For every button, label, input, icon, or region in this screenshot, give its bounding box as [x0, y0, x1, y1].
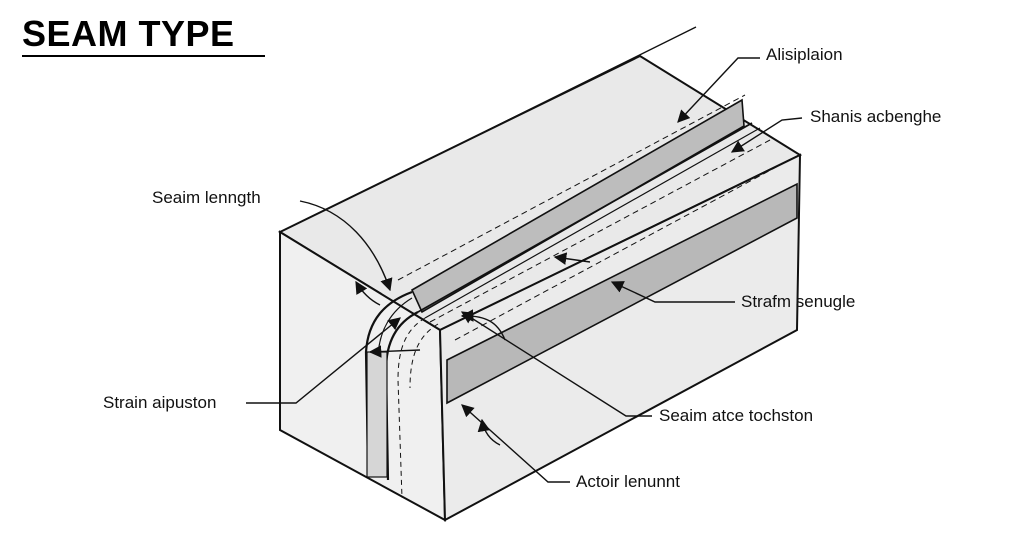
- leader-strain-aipuston: [246, 317, 401, 404]
- leader-seaim-lenngth: [299, 200, 393, 292]
- leader-shanis-acbenghe: [730, 117, 803, 153]
- label-seaim-lenngth: Seaim lenngth: [152, 188, 261, 207]
- arrow-top-mid: [553, 252, 591, 265]
- arrow-top-curve: [460, 309, 506, 341]
- leader-actoir-lenunnt: [461, 404, 570, 483]
- dashed-guide-2: [429, 139, 771, 323]
- label-strafm-senugle: Strafm senugle: [741, 292, 856, 311]
- seam-side-strip: [366, 351, 388, 478]
- seam-inner-line-2: [424, 127, 761, 319]
- seam-strip: [410, 98, 745, 314]
- dashed-guide-1: [397, 94, 746, 281]
- label-alisiplaion: Alisiplaion: [766, 45, 843, 64]
- leader-alisiplaion: [677, 57, 760, 123]
- label-actoir-lenunnt: Actoir lenunnt: [576, 472, 680, 491]
- label-shanis-acbenghe: Shanis acbenghe: [810, 107, 942, 126]
- seam-bend-outer: [364, 290, 413, 471]
- dashed-guide-3: [454, 164, 781, 341]
- arrow-side-top: [355, 280, 381, 306]
- seam-bend-dashed-1: [397, 317, 426, 499]
- seam-bend-dashed-2: [409, 323, 439, 389]
- leader-strafm-senugle: [610, 281, 735, 303]
- label-seaim-atce-tochston: Seaim atce tochston: [659, 406, 814, 425]
- title-underline: [22, 55, 265, 57]
- leader-seaim-atce-tochston: [460, 311, 652, 417]
- seam-inner-line-1: [417, 122, 753, 313]
- arrow-front-curve: [477, 418, 501, 446]
- label-strain-aipuston: Strain aipuston: [103, 393, 217, 412]
- front-band: [446, 182, 798, 405]
- diagram-title: SEAM TYPE: [22, 13, 235, 54]
- arrow-side-mid: [368, 345, 421, 358]
